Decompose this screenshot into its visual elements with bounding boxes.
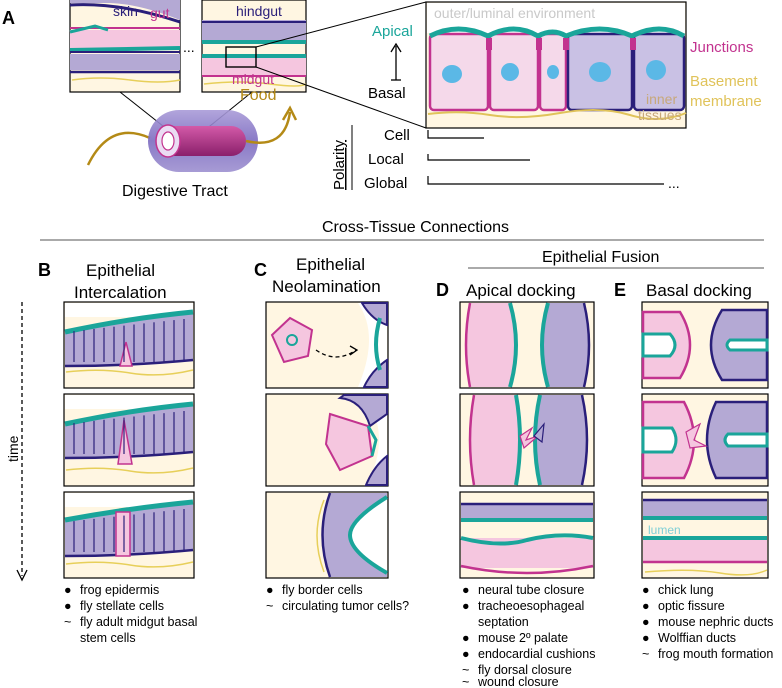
time-label: time: [5, 435, 21, 462]
d-ex-text-3: mouse 2º palate: [478, 631, 568, 645]
e-ex-text-1: optic fissure: [658, 599, 725, 613]
panel-e-title: Basal docking: [646, 281, 752, 300]
b-ex-text-3: stem cells: [80, 631, 136, 645]
e-ex-bullet-0: ●: [642, 583, 650, 597]
b-ex-bullet-2: ~: [64, 615, 71, 629]
polarity-global: Global: [364, 175, 407, 192]
zoom-line-bottom: [255, 66, 427, 129]
e-ex-bullet-3: ●: [642, 631, 650, 645]
skin-label: skin: [113, 3, 138, 19]
b-ex-text-0: frog epidermis: [80, 583, 159, 597]
c-ex-text-0: fly border cells: [282, 583, 363, 597]
panel-d-frames: [459, 301, 595, 579]
e-ex-bullet-2: ●: [642, 615, 650, 629]
panel-b-examples: ● frog epidermis ● fly stellate cells ~ …: [64, 583, 197, 645]
d-ex-text-4: endocardial cushions: [478, 647, 595, 661]
panel-e-examples: ● chick lung ● optic fissure ● mouse nep…: [642, 583, 773, 661]
basal-label: Basal: [368, 85, 406, 102]
panel-c-title-2: Neolamination: [272, 277, 381, 296]
panel-e-frames: [641, 301, 769, 579]
d-ex-bullet-6: ~: [462, 675, 469, 688]
d-ex-bullet-5: ~: [462, 663, 469, 677]
d-ex-text-6: wound closure: [477, 675, 559, 688]
panel-a-letter: A: [2, 8, 15, 28]
polarity-dots: ...: [668, 175, 680, 191]
basement-label-2: membrane: [690, 93, 762, 110]
e-ex-text-0: chick lung: [658, 583, 714, 597]
epithelium-zoom: [425, 1, 687, 129]
polarity-local: Local: [368, 151, 404, 168]
panel-b-frames: [63, 301, 195, 579]
d-ex-text-1: tracheoesophageal: [478, 599, 584, 613]
d-ex-text-0: neural tube closure: [478, 583, 584, 597]
e-ex-bullet-1: ●: [642, 599, 650, 613]
d-ex-text-5: fly dorsal closure: [478, 663, 572, 677]
ellipsis-text: ...: [183, 39, 195, 55]
d-ex-bullet-3: ●: [462, 631, 470, 645]
outer-environment-label: outer/luminal environment: [434, 5, 595, 21]
e-ex-text-4: frog mouth formation: [658, 647, 773, 661]
c-ex-bullet-0: ●: [266, 583, 274, 597]
lumen-label: lumen: [648, 523, 681, 537]
apical-basal-arrow: [390, 42, 402, 81]
polarity-label: Polarity: [331, 139, 348, 190]
panel-b-title-1: Epithelial: [86, 261, 155, 280]
b-ex-bullet-0: ●: [64, 583, 72, 597]
panel-b-title-2: Intercalation: [74, 283, 167, 302]
b-ex-text-1: fly stellate cells: [80, 599, 164, 613]
inner-tissues-label-1: inner: [646, 91, 677, 107]
d-ex-text-2: septation: [478, 615, 529, 629]
d-ex-bullet-0: ●: [462, 583, 470, 597]
e-ex-bullet-4: ~: [642, 647, 649, 661]
cross-tissue-title: Cross-Tissue Connections: [322, 219, 509, 236]
panel-d-title: Apical docking: [466, 281, 576, 300]
c-ex-text-1: circulating tumor cells?: [282, 599, 409, 613]
food-label: Food: [240, 87, 276, 104]
b-ex-bullet-1: ●: [64, 599, 72, 613]
d-ex-bullet-1: ●: [462, 599, 470, 613]
inner-tissues-label-2: tissues: [638, 107, 682, 123]
inset-hindgut-midgut: [201, 0, 307, 93]
panel-c-letter: C: [254, 260, 267, 280]
b-ex-text-2: fly adult midgut basal: [80, 615, 197, 629]
panel-c-examples: ● fly border cells ~ circulating tumor c…: [266, 583, 409, 613]
e-ex-text-2: mouse nephric ducts: [658, 615, 773, 629]
panel-b-cell-lines: [73, 318, 185, 552]
zoom-line-top: [255, 1, 427, 48]
c-ex-bullet-1: ~: [266, 599, 273, 613]
midgut-label: midgut: [232, 71, 274, 87]
panel-b-letter: B: [38, 260, 51, 280]
panel-c-title-1: Epithelial: [296, 255, 365, 274]
time-arrow: [16, 302, 28, 582]
junctions-label: Junctions: [690, 39, 753, 56]
digestive-tract-illustration: [86, 105, 298, 172]
gut-label: gut: [150, 5, 170, 21]
epithelial-fusion-title: Epithelial Fusion: [542, 249, 659, 266]
apical-label: Apical: [372, 23, 413, 40]
digestive-tract-label: Digestive Tract: [122, 183, 228, 200]
panel-d-letter: D: [436, 280, 449, 300]
e-ex-text-3: Wolffian ducts: [658, 631, 736, 645]
basement-label-1: Basement: [690, 73, 758, 90]
inset-skin-gut: [69, 0, 181, 93]
panel-d-examples: ● neural tube closure ● tracheoesophagea…: [462, 583, 595, 688]
d-ex-bullet-4: ●: [462, 647, 470, 661]
hindgut-label: hindgut: [236, 3, 282, 19]
panel-e-letter: E: [614, 280, 626, 300]
polarity-scale-bars: [427, 130, 664, 185]
panel-c-frames: [265, 301, 389, 579]
polarity-cell: Cell: [384, 127, 410, 144]
